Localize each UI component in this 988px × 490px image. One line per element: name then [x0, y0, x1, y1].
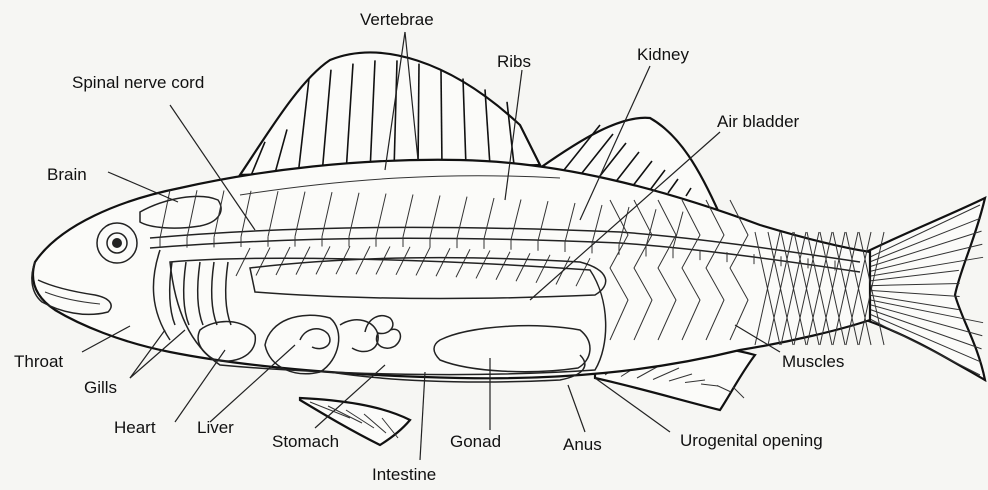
- label-urogenital-opening: Urogenital opening: [680, 431, 823, 450]
- label-intestine: Intestine: [372, 465, 436, 484]
- label-liver: Liver: [197, 418, 234, 437]
- label-air-bladder: Air bladder: [717, 112, 800, 131]
- label-muscles: Muscles: [782, 352, 844, 371]
- label-spinal-nerve-cord: Spinal nerve cord: [72, 73, 204, 92]
- caudal-fin: [860, 198, 985, 380]
- label-brain: Brain: [47, 165, 87, 184]
- label-ribs: Ribs: [497, 52, 531, 71]
- label-vertebrae: Vertebrae: [360, 10, 434, 29]
- label-throat: Throat: [14, 352, 63, 371]
- dorsal-spiny-fin: [240, 53, 540, 178]
- label-gills: Gills: [84, 378, 117, 397]
- label-gonad: Gonad: [450, 432, 501, 451]
- label-stomach: Stomach: [272, 432, 339, 451]
- label-kidney: Kidney: [637, 45, 689, 64]
- label-anus: Anus: [563, 435, 602, 454]
- fish-body-outline: [33, 160, 870, 379]
- label-heart: Heart: [114, 418, 156, 437]
